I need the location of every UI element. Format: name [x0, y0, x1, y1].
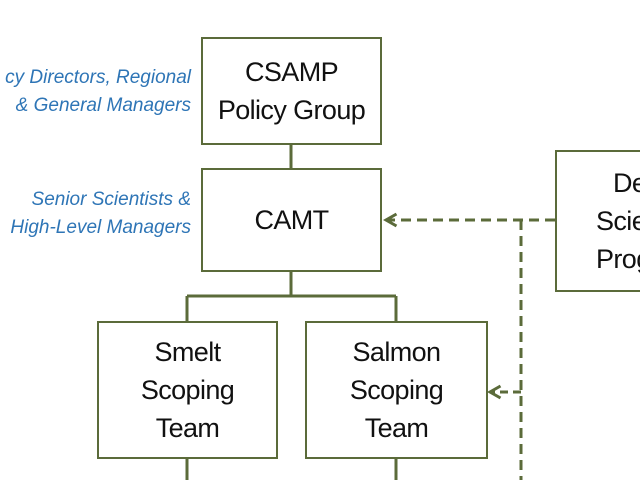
camt-box: CAMT — [201, 168, 382, 272]
salmon-team-line1: Salmon — [352, 337, 442, 367]
camt-label: CAMT — [254, 205, 329, 235]
level2-annotation-line2: High-Level Managers — [10, 217, 191, 238]
science-program-line1: De — [613, 168, 640, 198]
science-program-line2: Scie — [596, 206, 640, 236]
level2-annotation: Senior Scientists & High-Level Managers — [10, 186, 191, 242]
science-program-box: De Scie Prog — [555, 150, 640, 292]
policy-group-line1: CSAMP — [244, 57, 339, 87]
policy-group-line2: Policy Group — [217, 95, 366, 125]
salmon-team-line2: Scoping — [349, 375, 444, 405]
smelt-team-line1: Smelt — [154, 337, 221, 367]
smelt-team-line3: Team — [155, 413, 220, 443]
level1-annotation-line1: cy Directors, Regional — [5, 67, 191, 88]
smelt-scoping-team-box: Smelt Scoping Team — [97, 321, 278, 459]
policy-group-box: CSAMP Policy Group — [201, 37, 382, 145]
salmon-team-line3: Team — [364, 413, 429, 443]
level1-annotation: cy Directors, Regional & General Manager… — [5, 64, 191, 120]
level2-annotation-line1: Senior Scientists & — [31, 189, 191, 210]
science-program-line3: Prog — [596, 244, 640, 274]
salmon-scoping-team-box: Salmon Scoping Team — [305, 321, 488, 459]
level1-annotation-line2: & General Managers — [15, 95, 191, 116]
smelt-team-line2: Scoping — [140, 375, 235, 405]
